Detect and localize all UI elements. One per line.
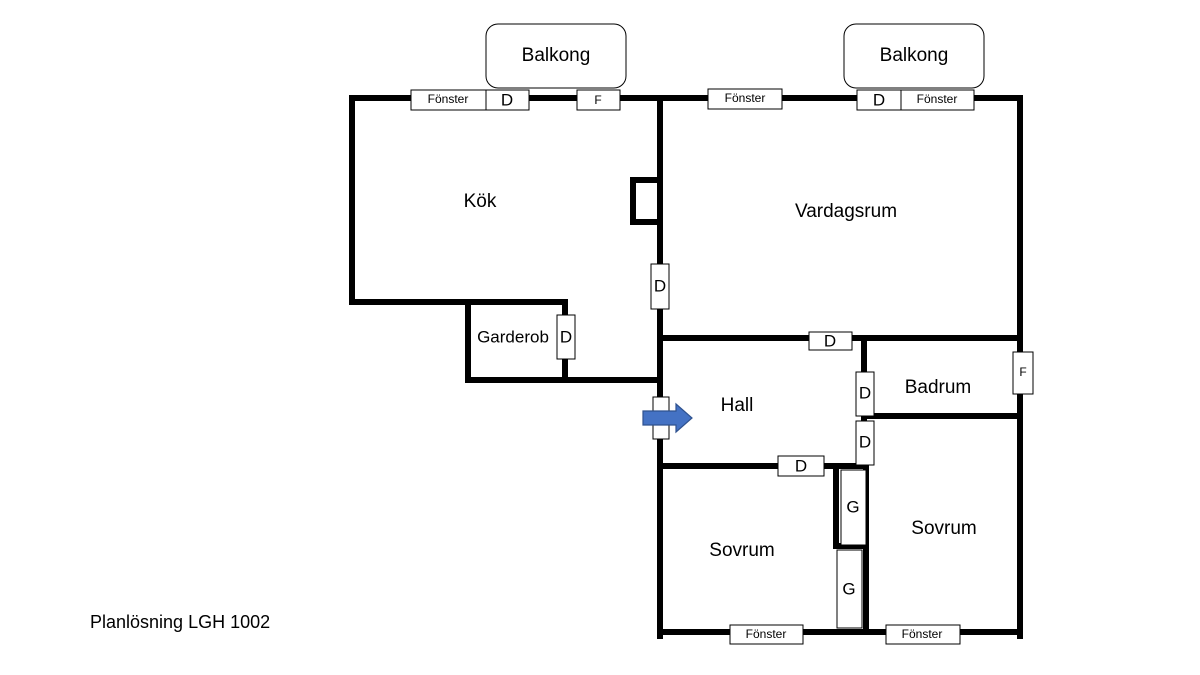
wall-wardrobe: [465, 299, 663, 383]
openings: Fönster D F Fönster D Fönster D D D F D …: [410, 88, 1034, 645]
window-living-2-label: Fönster: [917, 92, 958, 106]
door-bedroom-left-label: D: [795, 456, 807, 475]
closet-right: [840, 469, 867, 546]
plan-caption: Planlösning LGH 1002: [90, 612, 270, 632]
room-living: Vardagsrum: [795, 201, 897, 222]
room-wardrobe: Garderob: [477, 327, 549, 346]
walls: [349, 95, 1023, 639]
room-kitchen: Kök: [464, 191, 497, 212]
wall-bedroom-divider: [833, 463, 869, 635]
door-living-balcony-label: D: [873, 90, 885, 109]
room-bathroom: Badrum: [905, 377, 972, 398]
door-kitchen-balcony: [485, 89, 530, 111]
balcony-right: [843, 23, 985, 89]
window-kitchen-label: Fönster: [428, 92, 469, 106]
room-bedroom-left: Sovrum: [709, 540, 774, 561]
door-kitchen-living-label: D: [654, 276, 666, 295]
room-hall: Hall: [721, 395, 754, 416]
door-bedroom-left: [777, 455, 825, 477]
wall-niche: [630, 177, 663, 225]
closet-left: [836, 549, 863, 629]
window-bedroom-right-label: Fönster: [902, 627, 943, 641]
balcony-left: [485, 23, 627, 89]
door-bedroom-right-label: D: [859, 432, 871, 451]
small-window-bath: [1012, 351, 1034, 395]
window-bedroom-left-label: Fönster: [746, 627, 787, 641]
closet-left-label: G: [842, 579, 855, 598]
door-hall-living: [808, 331, 853, 351]
arrow-right-icon: [642, 402, 693, 434]
window-bedroom-right: [885, 624, 961, 645]
balcony-left-label: Balkong: [522, 45, 591, 66]
window-living-1-label: Fönster: [725, 91, 766, 105]
door-kitchen-living: [650, 263, 670, 310]
closet-right-label: G: [846, 497, 859, 516]
window-bedroom-left: [729, 624, 804, 645]
window-living-2: [900, 89, 975, 111]
small-window-kitchen: [576, 89, 621, 111]
door-kitchen-balcony-label: D: [501, 90, 513, 109]
small-window-kitchen-label: F: [594, 93, 601, 107]
room-bedroom-right: Sovrum: [911, 518, 976, 539]
small-window-bath-label: F: [1019, 365, 1026, 379]
door-bathroom-label: D: [859, 383, 871, 402]
balcony-right-label: Balkong: [880, 45, 949, 66]
door-bathroom: [855, 371, 875, 417]
door-hall-living-label: D: [824, 331, 836, 350]
window-living-1: [707, 88, 783, 110]
door-bedroom-right: [855, 420, 875, 466]
door-wardrobe-label: D: [560, 327, 572, 346]
door-wardrobe: [556, 314, 576, 360]
